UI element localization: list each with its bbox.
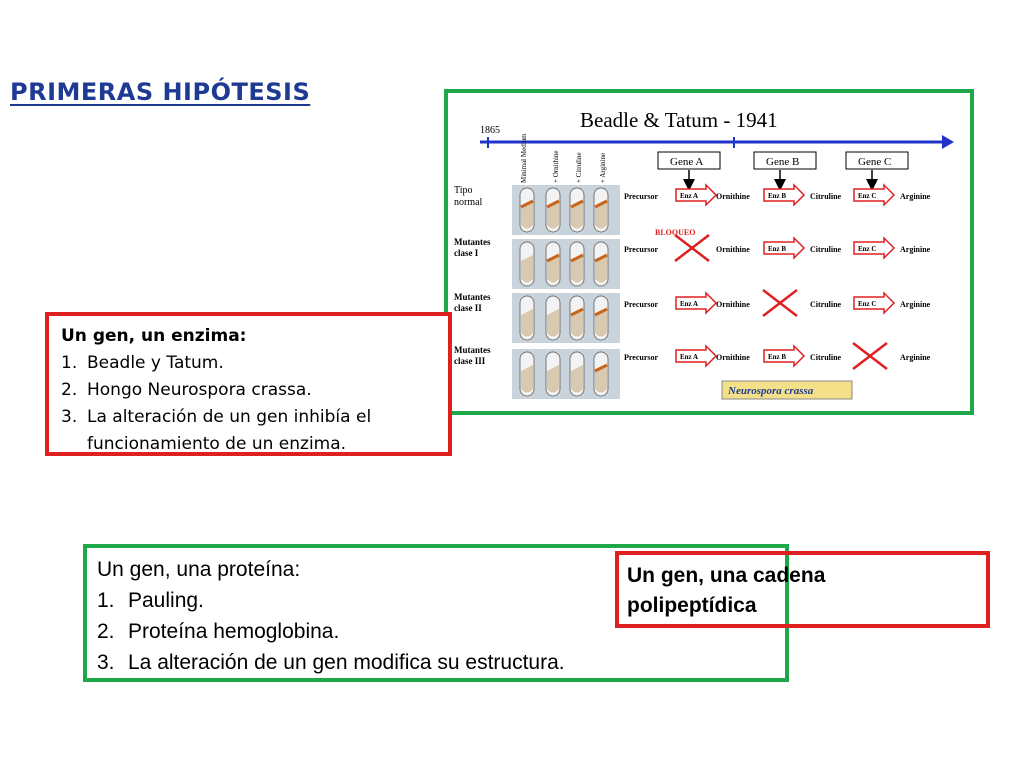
gene-label: Gene A — [670, 156, 703, 168]
block-x-icon — [674, 234, 710, 262]
test-tube-icon — [545, 241, 561, 287]
list-item-continuation: funcionamiento de un enzima. — [87, 434, 347, 454]
enzyme-arrow-icon — [763, 236, 806, 260]
metabolite-label: Precursor — [624, 192, 659, 201]
metabolite-label: Citruline — [810, 300, 842, 309]
metabolite-label: Arginine — [900, 300, 931, 309]
gene-box — [657, 151, 721, 170]
metabolite-label: Precursor — [624, 353, 659, 362]
enzyme-label: Enz C — [858, 300, 876, 308]
box-heading: Un gen, un enzima: — [61, 326, 247, 346]
row-label: normal — [454, 197, 483, 208]
row-label: clase I — [454, 248, 479, 258]
col-header: + Citruline — [575, 152, 583, 183]
list-item: 3.La alteración de un gen modifica su es… — [97, 651, 565, 674]
enzyme-arrow-icon — [675, 183, 718, 207]
test-tube-icon — [519, 351, 535, 397]
enzyme-label: Enz B — [768, 353, 786, 361]
metabolite-label: Arginine — [900, 245, 931, 254]
test-tube-icon — [519, 187, 535, 233]
test-tube-icon — [519, 241, 535, 287]
species-badge — [721, 380, 853, 400]
metabolite-label: Precursor — [624, 245, 659, 254]
enzyme-arrow-icon — [853, 183, 896, 207]
gene-label: Gene C — [858, 156, 891, 168]
col-header: + Ornithine — [552, 150, 560, 183]
block-x-icon — [852, 342, 888, 370]
test-tube-icon — [545, 351, 561, 397]
row-label: Tipo — [454, 185, 473, 196]
enzyme-label: Enz B — [768, 192, 786, 200]
test-tube-icon — [593, 351, 609, 397]
metabolite-label: Citruline — [810, 353, 842, 362]
enzyme-label: Enz A — [680, 353, 698, 361]
gene-box — [845, 151, 909, 170]
enzyme-arrow-icon — [853, 236, 896, 260]
metabolite-label: Ornithine — [716, 353, 750, 362]
page-title: PRIMERAS HIPÓTESIS — [10, 78, 311, 106]
gene-box — [753, 151, 817, 170]
metabolite-label: Citruline — [810, 245, 842, 254]
enzyme-arrow-icon — [675, 344, 718, 368]
test-tube-icon — [569, 351, 585, 397]
row-label: clase III — [454, 356, 486, 366]
pathway-diagram: 1865 Beadle & Tatum - 1941 Minimal Mediu… — [454, 108, 954, 400]
row-label: clase II — [454, 303, 482, 313]
metabolite-label: Citruline — [810, 192, 842, 201]
list-item: 2.Proteína hemoglobina. — [97, 620, 340, 643]
metabolite-label: Precursor — [624, 300, 659, 309]
col-header: + Arginine — [599, 153, 607, 183]
row-label: Mutantes — [454, 237, 491, 247]
figure-title: Beadle & Tatum - 1941 — [580, 108, 778, 132]
list-item: 2.Hongo Neurospora crassa. — [61, 380, 312, 400]
test-tube-icon — [569, 241, 585, 287]
enzyme-arrow-icon — [763, 183, 806, 207]
enzyme-label: Enz C — [858, 192, 876, 200]
beadle-tatum-figure: 1865 Beadle & Tatum - 1941 Minimal Mediu… — [444, 89, 974, 415]
metabolite-label: Arginine — [900, 353, 931, 362]
metabolite-label: Ornithine — [716, 300, 750, 309]
box-un-gen-una-proteina: Un gen, una proteína: 1.Pauling. 2.Prote… — [83, 544, 789, 682]
species-label: Neurospora crassa — [727, 385, 814, 397]
enzyme-arrow-icon — [763, 344, 806, 368]
col-header: Minimal Medium — [520, 133, 528, 183]
box-un-gen-una-cadena: Un gen, una cadena polipeptídica — [615, 551, 990, 628]
gene-label: Gene B — [766, 156, 799, 168]
row-label: Mutantes — [454, 345, 491, 355]
test-tube-icon — [545, 187, 561, 233]
box-un-gen-un-enzima: Un gen, un enzima: 1.Beadle y Tatum. 2.H… — [45, 312, 452, 456]
test-tube-icon — [545, 295, 561, 341]
test-tube-icon — [569, 295, 585, 341]
timeline-arrow-icon — [942, 135, 954, 149]
block-label: BLOQUEO — [655, 228, 695, 237]
block-x-icon — [762, 289, 798, 317]
metabolite-label: Arginine — [900, 192, 931, 201]
enzyme-arrow-icon — [853, 291, 896, 315]
box-heading: Un gen, una proteína: — [97, 558, 301, 581]
test-tube-icon — [569, 187, 585, 233]
enzyme-label: Enz A — [680, 300, 698, 308]
enzyme-label: Enz C — [858, 245, 876, 253]
test-tube-icon — [593, 295, 609, 341]
metabolite-label: Ornithine — [716, 192, 750, 201]
box-line: Un gen, una cadena — [627, 564, 826, 587]
test-tube-icon — [593, 187, 609, 233]
box-line: polipeptídica — [627, 594, 757, 617]
metabolite-label: Ornithine — [716, 245, 750, 254]
row-label: Mutantes — [454, 292, 491, 302]
test-tube-icon — [519, 295, 535, 341]
enzyme-label: Enz B — [768, 245, 786, 253]
enzyme-arrow-icon — [675, 291, 718, 315]
timeline-year: 1865 — [480, 125, 500, 136]
list-item: 3.La alteración de un gen inhibía el — [61, 407, 372, 427]
list-item: 1.Pauling. — [97, 589, 204, 612]
test-tube-icon — [593, 241, 609, 287]
list-item: 1.Beadle y Tatum. — [61, 353, 224, 373]
enzyme-label: Enz A — [680, 192, 698, 200]
